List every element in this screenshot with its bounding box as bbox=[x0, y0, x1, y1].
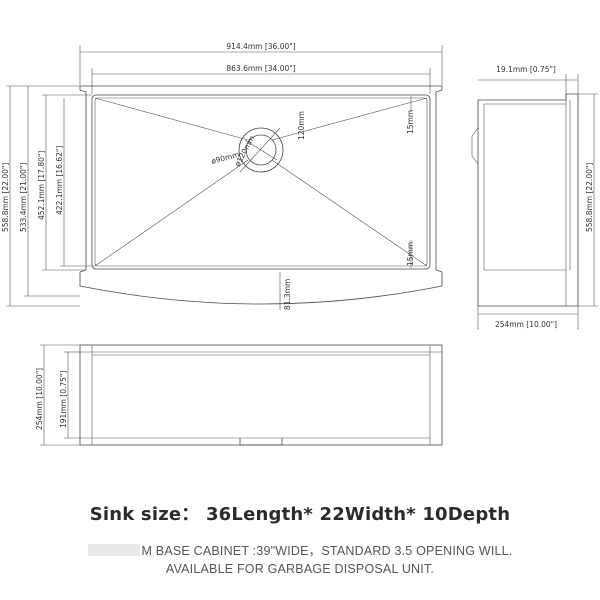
front-view: 254mm [10.00"] 191mm [0.75"] bbox=[35, 344, 443, 446]
side-profile-outline bbox=[477, 93, 579, 307]
drain-inner bbox=[245, 134, 277, 166]
overall-width-label: 914.4mm [36.00"] bbox=[226, 42, 295, 51]
drain-outer bbox=[238, 127, 284, 173]
sink-outline bbox=[79, 85, 443, 305]
top-view: 914.4mm [36.00"] 863.6mm [34.00"] ø120mm… bbox=[1, 42, 443, 310]
note-line-2: AVAILABLE FOR GARBAGE DISPOSAL UNIT. bbox=[165, 562, 435, 576]
corner-radius-bottom-label: 15mm bbox=[406, 242, 415, 266]
side-height-label: 254mm [10.00"] bbox=[495, 320, 557, 329]
inner-width-label: 863.6mm [34.00"] bbox=[226, 64, 295, 73]
front-inner-height-label: 191mm [0.75"] bbox=[59, 371, 68, 428]
sink-size-heading: Sink size： 36Length* 22Width* 10Depth bbox=[89, 504, 511, 525]
overall-depth-label: 558.8mm [22.00"] bbox=[1, 163, 10, 232]
front-height-label: 254mm [10.00"] bbox=[35, 368, 44, 430]
depth-3-label: 452.1mm [17.80"] bbox=[37, 151, 46, 220]
redacted-text bbox=[87, 544, 140, 556]
basin-outline bbox=[91, 94, 431, 270]
sink-technical-drawing: 914.4mm [36.00"] 863.6mm [34.00"] ø120mm… bbox=[1, 42, 598, 446]
drain-offset-label: 120mm bbox=[297, 111, 306, 140]
apron-label: 81.3mm bbox=[283, 279, 292, 310]
corner-radius-top-label: 15mm bbox=[406, 110, 415, 134]
basin-floor bbox=[94, 97, 428, 267]
side-lip-label: 19.1mm [0.75"] bbox=[496, 65, 556, 74]
front-outline bbox=[79, 344, 443, 446]
front-drain-stub bbox=[239, 438, 283, 446]
side-view: 19.1mm [0.75"] 558.8mm [22.00"] 254mm [1… bbox=[471, 65, 598, 330]
note-line-1-text: M BASE CABINET :39"WIDE，STANDARD 3.5 OPE… bbox=[141, 544, 513, 558]
depth-2-label: 533.4mm [21.00"] bbox=[19, 163, 28, 232]
depth-4-label: 422.1mm [16.62"] bbox=[55, 146, 64, 215]
caption: Sink size： 36Length* 22Width* 10Depth M … bbox=[0, 500, 600, 576]
note-line-1: M BASE CABINET :39"WIDE，STANDARD 3.5 OPE… bbox=[0, 540, 600, 559]
side-depth-label: 558.8mm [22.00"] bbox=[585, 163, 594, 232]
